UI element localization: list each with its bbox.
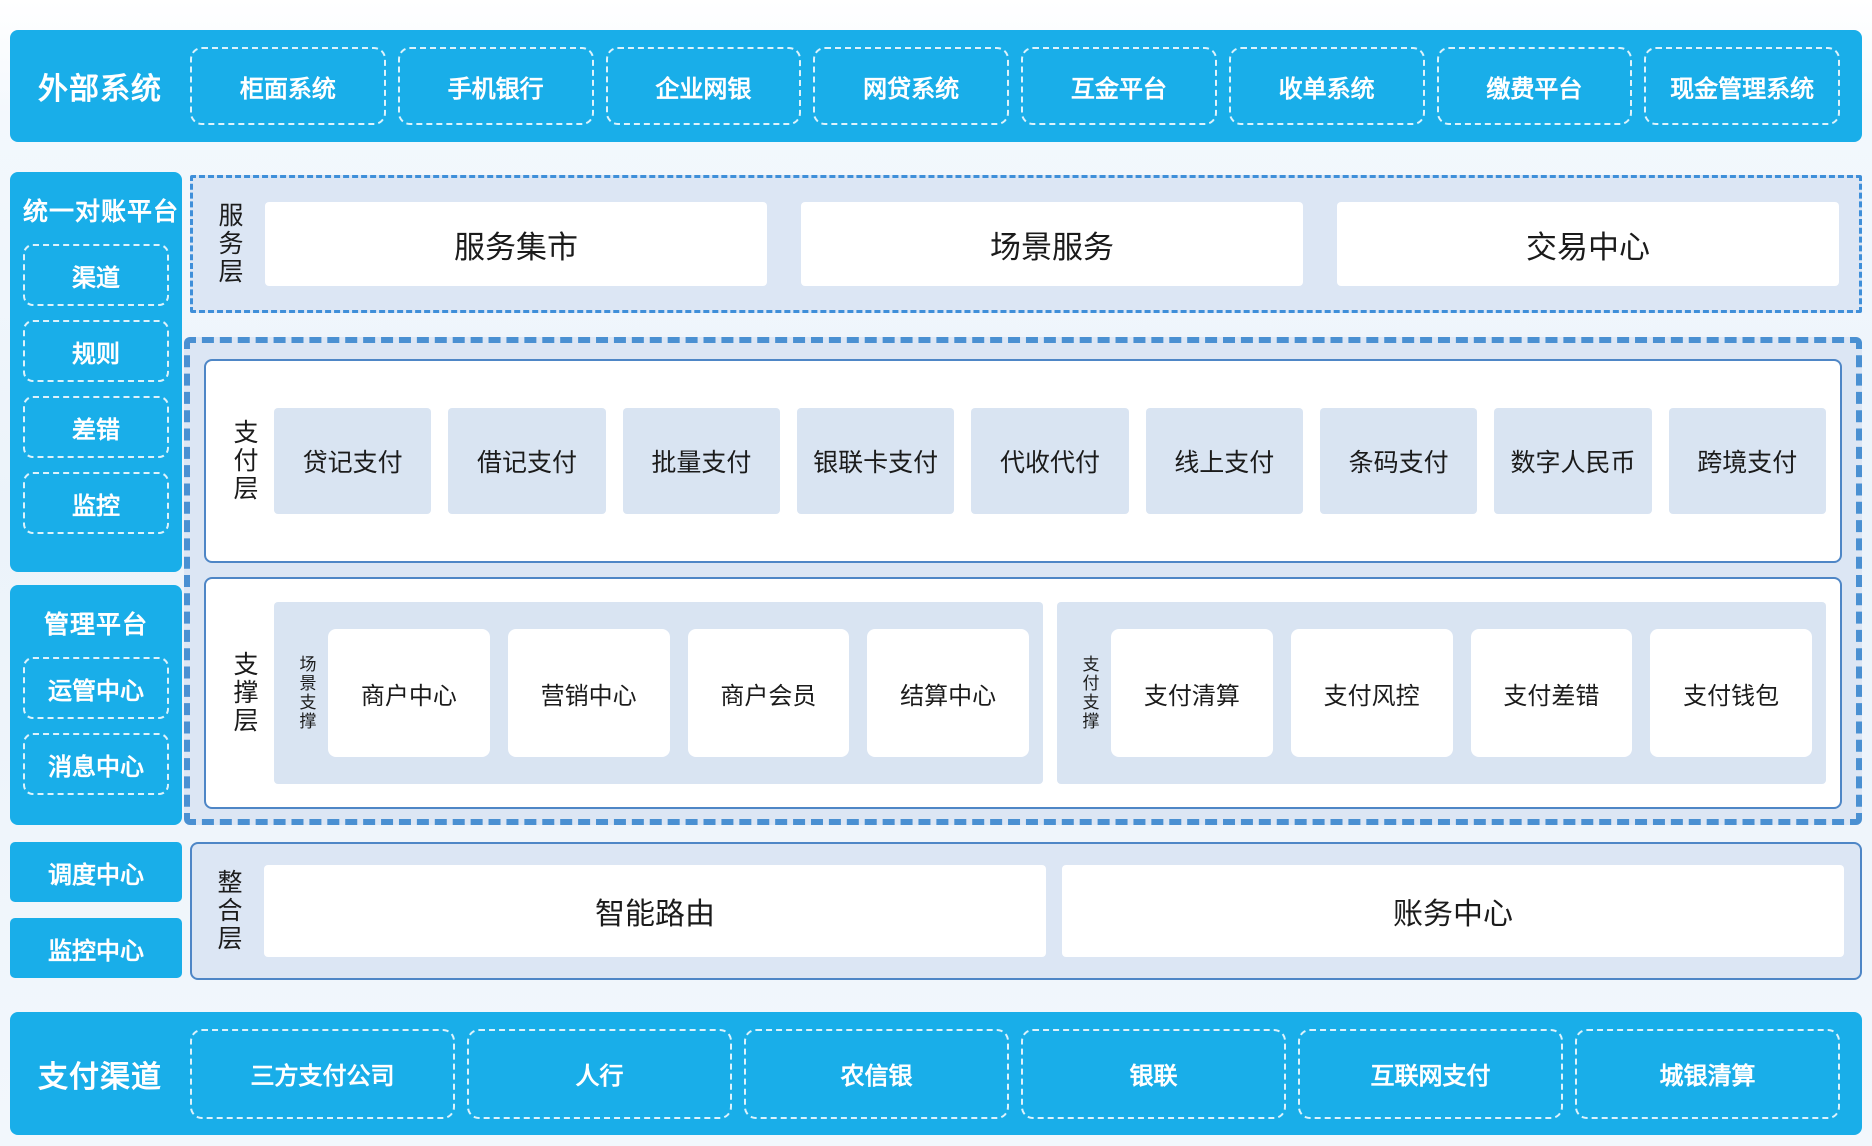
service-layer-items: 服务集市 场景服务 交易中心 [265, 202, 1839, 286]
external-system-item: 收单系统 [1228, 47, 1425, 125]
reconciliation-item: 监控 [23, 472, 169, 534]
integration-item: 账务中心 [1062, 865, 1844, 957]
management-item: 消息中心 [23, 733, 169, 795]
payment-item: 数字人民币 [1494, 408, 1652, 514]
payment-item: 借记支付 [448, 408, 606, 514]
external-system-item: 企业网银 [605, 47, 802, 125]
scene-support-item: 结算中心 [867, 629, 1029, 757]
payment-item: 批量支付 [622, 408, 780, 514]
scene-support-item: 商户会员 [687, 629, 850, 757]
reconciliation-item: 规则 [23, 320, 169, 382]
service-layer-panel: 服务层 服务集市 场景服务 交易中心 [190, 175, 1862, 313]
integration-item: 智能路由 [264, 865, 1046, 957]
monitor-center-block: 监控中心 [10, 918, 182, 978]
service-layer-label: 服务层 [215, 202, 243, 286]
payment-channels-title: 支付渠道 [38, 1060, 162, 1094]
external-systems-bar: 外部系统 柜面系统 手机银行 企业网银 网贷系统 互金平台 收单系统 缴费平台 … [10, 30, 1862, 142]
management-platform-block: 管理平台 运管中心 消息中心 [10, 585, 182, 825]
scene-support-item: 商户中心 [328, 629, 490, 757]
integration-layer-label: 整合层 [214, 869, 242, 953]
reconciliation-item: 差错 [23, 396, 169, 458]
payment-support-item: 支付清算 [1111, 629, 1273, 757]
payment-item: 条码支付 [1319, 408, 1478, 514]
payment-support-item: 支付差错 [1470, 629, 1633, 757]
payment-channel-item: 人行 [467, 1028, 732, 1119]
payment-channel-item: 银联 [1021, 1028, 1286, 1119]
external-system-item: 缴费平台 [1436, 47, 1633, 125]
payment-channels-items: 三方支付公司 人行 农信银 银联 互联网支付 城银清算 [190, 1028, 1862, 1119]
payment-item: 贷记支付 [274, 408, 432, 514]
core-layers-frame: 支付层 贷记支付 借记支付 批量支付 银联卡支付 代收代付 线上支付 条码支付 … [184, 337, 1862, 825]
payment-channel-item: 农信银 [744, 1028, 1009, 1119]
service-item: 服务集市 [265, 202, 767, 286]
reconciliation-platform-block: 统一对账平台 渠道 规则 差错 监控 [10, 172, 182, 572]
external-system-item: 现金管理系统 [1644, 47, 1840, 125]
support-layer-panel: 支撑层 场景支撑 商户中心 营销中心 商户会员 结算中心 支付支撑 支付清算 [204, 577, 1842, 809]
integration-layer-items: 智能路由 账务中心 [264, 865, 1844, 957]
scene-support-group: 场景支撑 商户中心 营销中心 商户会员 结算中心 [274, 602, 1043, 784]
external-system-item: 手机银行 [397, 47, 594, 125]
scene-support-items: 商户中心 营销中心 商户会员 结算中心 [328, 629, 1029, 757]
payment-channel-item: 互联网支付 [1298, 1028, 1563, 1119]
payment-support-item: 支付风控 [1290, 629, 1453, 757]
payment-support-label: 支付支撑 [1079, 655, 1099, 731]
payment-item: 线上支付 [1145, 408, 1303, 514]
external-system-item: 互金平台 [1021, 47, 1217, 125]
scene-support-item: 营销中心 [507, 629, 670, 757]
payment-item: 跨境支付 [1668, 408, 1826, 514]
payment-item: 银联卡支付 [796, 408, 955, 514]
service-item: 交易中心 [1337, 202, 1839, 286]
payment-support-items: 支付清算 支付风控 支付差错 支付钱包 [1111, 629, 1812, 757]
support-layer-groups: 场景支撑 商户中心 营销中心 商户会员 结算中心 支付支撑 支付清算 支付风控 … [274, 602, 1826, 784]
payment-item: 代收代付 [971, 408, 1129, 514]
reconciliation-item: 渠道 [23, 244, 169, 306]
integration-layer-panel: 整合层 智能路由 账务中心 [190, 842, 1862, 980]
external-systems-title: 外部系统 [38, 73, 162, 106]
dispatch-center-block: 调度中心 [10, 842, 182, 902]
payment-layer-label: 支付层 [230, 419, 258, 503]
management-item: 运管中心 [23, 657, 169, 719]
payment-channel-item: 城银清算 [1575, 1028, 1840, 1119]
payment-layer-items: 贷记支付 借记支付 批量支付 银联卡支付 代收代付 线上支付 条码支付 数字人民… [274, 408, 1826, 514]
management-platform-title: 管理平台 [43, 611, 148, 639]
support-layer-label: 支撑层 [230, 651, 258, 735]
payment-layer-panel: 支付层 贷记支付 借记支付 批量支付 银联卡支付 代收代付 线上支付 条码支付 … [204, 359, 1842, 563]
payment-channels-bar: 支付渠道 三方支付公司 人行 农信银 银联 互联网支付 城银清算 [10, 1012, 1862, 1135]
reconciliation-platform-title: 统一对账平台 [23, 198, 180, 226]
external-system-item: 柜面系统 [190, 47, 386, 125]
payment-support-item: 支付钱包 [1650, 629, 1812, 757]
scene-support-label: 场景支撑 [296, 655, 316, 731]
external-systems-items: 柜面系统 手机银行 企业网银 网贷系统 互金平台 收单系统 缴费平台 现金管理系… [190, 47, 1862, 125]
external-system-item: 网贷系统 [813, 47, 1009, 125]
payment-support-group: 支付支撑 支付清算 支付风控 支付差错 支付钱包 [1057, 602, 1826, 784]
payment-channel-item: 三方支付公司 [190, 1028, 455, 1119]
service-item: 场景服务 [801, 202, 1303, 286]
